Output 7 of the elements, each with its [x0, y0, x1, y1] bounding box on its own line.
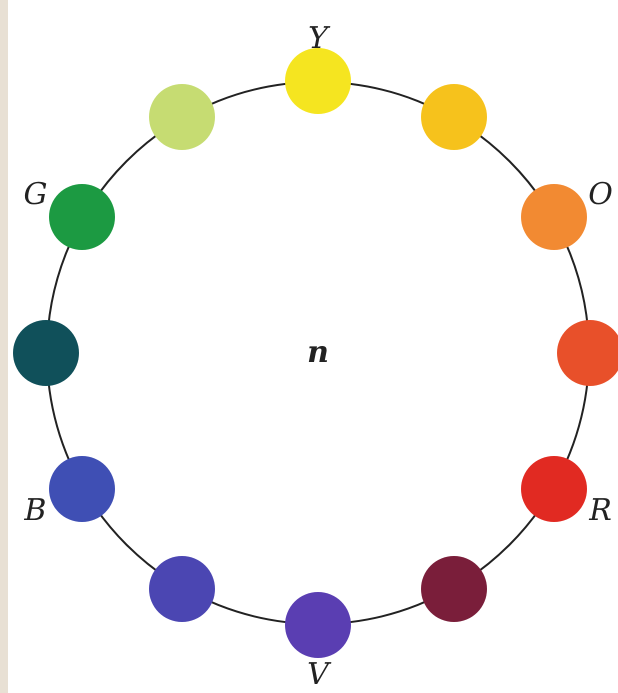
hue-letter: Y [308, 24, 328, 54]
hue-letter: B [24, 496, 46, 526]
hue-letter: G [23, 180, 48, 210]
hue-letter: R [589, 496, 612, 526]
center-letter: n [307, 338, 329, 368]
hue-letter: O [588, 180, 613, 210]
hue-letter: V [307, 660, 329, 690]
